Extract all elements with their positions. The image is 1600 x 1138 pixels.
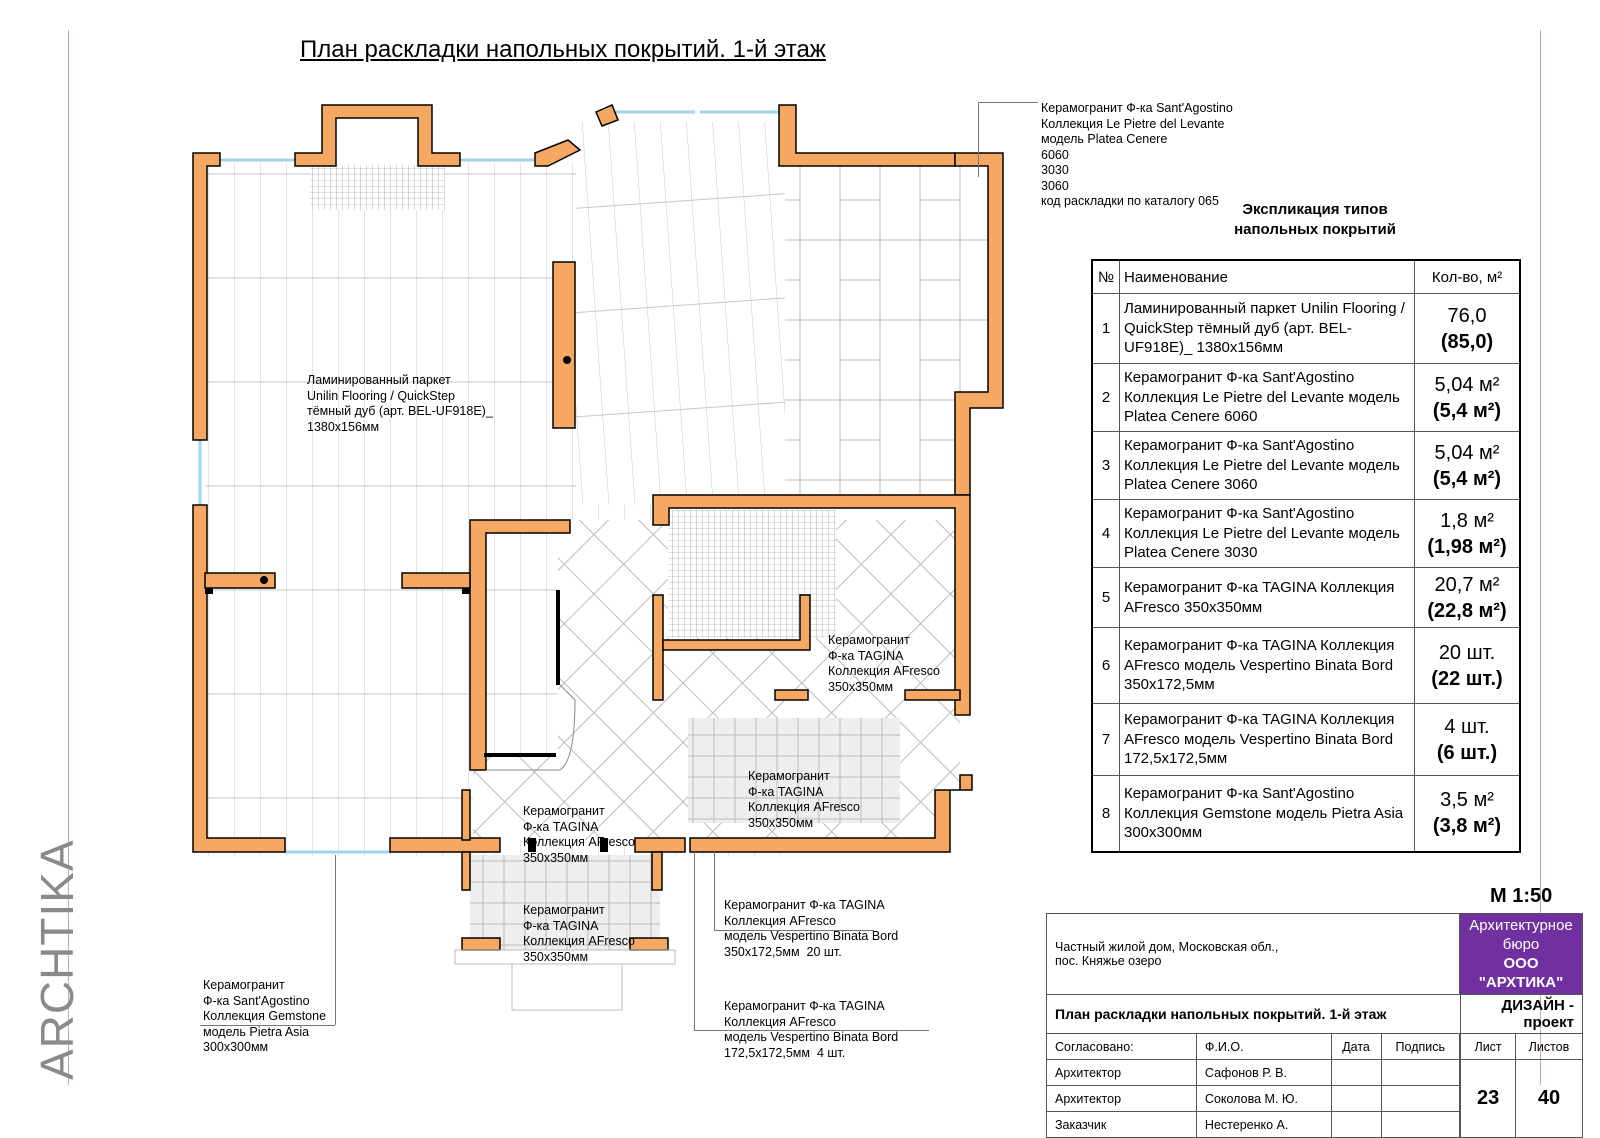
stamp-date-cell [1330, 1111, 1382, 1138]
row-name: Керамогранит Ф-ка TAGINA Коллекция AFres… [1119, 703, 1415, 776]
row-num: 4 [1091, 499, 1120, 568]
table-row: 6 Керамогранит Ф-ка TAGINA Коллекция AFr… [1091, 627, 1521, 704]
stamp-date-cell [1330, 1085, 1382, 1112]
porch-floor [470, 855, 660, 950]
stamp-date: Дата [1330, 1033, 1382, 1060]
stamp-person: Соколова М. Ю. [1195, 1085, 1332, 1112]
col-header-name: Наименование [1119, 259, 1415, 294]
leader-platea-h [978, 102, 1038, 103]
row-num: 5 [1091, 567, 1120, 628]
stamp-sign: Подпись [1380, 1033, 1461, 1060]
leader-bord-20 [714, 930, 874, 931]
stamp-stage: ДИЗАЙН - проект [1460, 994, 1583, 1034]
laminate-floor-center [576, 122, 785, 505]
stamp-sheet-no: 23 [1460, 1059, 1516, 1138]
leader-gemstone [200, 1025, 335, 1026]
floor-plan [192, 104, 1004, 1011]
stamp-person: Сафонов Р. В. [1195, 1059, 1332, 1086]
row-num: 6 [1091, 627, 1120, 704]
table-row: 3 Керамогранит Ф-ка Sant'Agostino Коллек… [1091, 431, 1521, 500]
stamp-sign-cell [1380, 1111, 1461, 1138]
stamp-role: Заказчик [1046, 1111, 1197, 1138]
stamp-bureau: Архитектурное бюро ООО "АРХТИКА" [1459, 913, 1583, 995]
stair-floor [480, 532, 558, 757]
row-num: 8 [1091, 775, 1120, 852]
row-name: Керамогранит Ф-ка Sant'Agostino Коллекци… [1119, 431, 1415, 500]
row-qty: 1,8 м²(1,98 м²) [1414, 499, 1521, 568]
explication-table: № Наименование Кол-во, м² 1 Ламинированн… [1091, 259, 1521, 853]
stamp-sheet-title: План раскладки напольных покрытий. 1-й э… [1045, 994, 1462, 1034]
table-row: 4 Керамогранит Ф-ка Sant'Agostino Коллек… [1091, 499, 1521, 568]
stamp-fio: Ф.И.О. [1195, 1033, 1332, 1060]
drawing-scale: М 1:50 [1490, 885, 1553, 907]
row-name: Керамогранит Ф-ка Sant'Agostino Коллекци… [1119, 363, 1415, 432]
table-row: 5 Керамогранит Ф-ка TAGINA Коллекция AFr… [1091, 567, 1521, 628]
stamp-date-cell [1330, 1059, 1382, 1086]
mosaic-floor [668, 510, 836, 638]
row-num: 1 [1091, 293, 1120, 364]
row-name: Керамогранит Ф-ка TAGINA Коллекция AFres… [1119, 627, 1415, 704]
table-row: 2 Керамогранит Ф-ка Sant'Agostino Коллек… [1091, 363, 1521, 432]
stamp-object: Частный жилой дом, Московская обл., пос.… [1045, 913, 1461, 995]
stamp-person: Нестеренко А. [1195, 1111, 1332, 1138]
row-name: Керамогранит Ф-ка Sant'Agostino Коллекци… [1119, 775, 1415, 852]
stamp-sign-cell [1380, 1085, 1461, 1112]
structural-details [205, 356, 608, 852]
row-num: 2 [1091, 363, 1120, 432]
porch-step-2 [511, 963, 623, 1011]
row-qty: 20,7 м²(22,8 м²) [1414, 567, 1521, 628]
leader-bord-4 [694, 1030, 929, 1031]
stamp-sign-cell [1380, 1059, 1461, 1086]
stamp-role: Архитектор [1046, 1085, 1197, 1112]
table-row: 7 Керамогранит Ф-ка TAGINA Коллекция AFr… [1091, 703, 1521, 776]
row-qty: 3,5 м²(3,8 м²) [1414, 775, 1521, 852]
row-qty: 20 шт.(22 шт.) [1414, 627, 1521, 704]
frame-line-left [68, 30, 69, 1085]
leader-bord-20-v [714, 852, 715, 930]
table-row: 8 Керамогранит Ф-ка Sant'Agostino Коллек… [1091, 775, 1521, 852]
title-block: Частный жилой дом, Московская обл., пос.… [1045, 913, 1584, 1138]
frame-line-right [1540, 30, 1541, 1085]
table-row: 1 Ламинированный паркет Unilin Flooring … [1091, 293, 1521, 364]
row-qty: 4 шт.(6 шт.) [1414, 703, 1521, 776]
col-header-qty: Кол-во, м² [1414, 259, 1521, 294]
row-qty: 76,0(85,0) [1414, 293, 1521, 364]
stamp-role: Архитектор [1046, 1059, 1197, 1086]
tile-carpet [688, 718, 900, 823]
stamp-sheets-total: 40 [1514, 1059, 1584, 1138]
page-title: План раскладки напольных покрытий. 1-й э… [300, 36, 826, 63]
table-header-row: № Наименование Кол-во, м² [1091, 259, 1521, 294]
row-num: 3 [1091, 431, 1120, 500]
platea-floor [785, 165, 990, 500]
leader-gemstone-v [335, 855, 336, 1025]
leader-platea-v [978, 102, 979, 177]
row-qty: 5,04 м²(5,4 м²) [1414, 363, 1521, 432]
stamp-spacer-cell [1459, 1111, 1461, 1138]
leader-bord-4-v [694, 852, 695, 1030]
fireplace-hearth [310, 165, 445, 210]
row-name: Керамогранит Ф-ка Sant'Agostino Коллекци… [1119, 499, 1415, 568]
explication-title: Экспликация типов напольных покрытий [1234, 201, 1396, 238]
stamp-spacer-cell [1459, 1085, 1461, 1112]
row-qty: 5,04 м²(5,4 м²) [1414, 431, 1521, 500]
row-name: Керамогранит Ф-ка TAGINA Коллекция AFres… [1119, 567, 1415, 628]
col-header-num: № [1091, 259, 1120, 294]
stair-outline [486, 684, 576, 771]
row-name: Ламинированный паркет Unilin Flooring / … [1119, 293, 1415, 364]
stamp-agreed: Согласовано: [1046, 1033, 1197, 1060]
row-num: 7 [1091, 703, 1120, 776]
walls [192, 104, 1004, 951]
stamp-sheets-label: Листов [1514, 1033, 1584, 1060]
stamp-sheet-label: Лист [1460, 1033, 1516, 1060]
